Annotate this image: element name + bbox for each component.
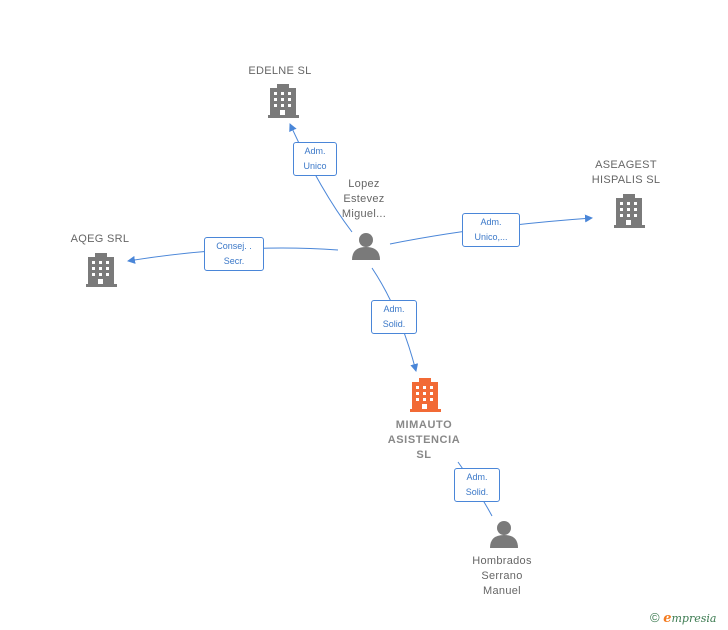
label-line: Unico,...	[474, 232, 508, 242]
building-icon-aseagest[interactable]	[614, 194, 645, 228]
label-line: ASISTENCIA	[387, 434, 461, 446]
person-icon-hombrados[interactable]	[490, 521, 518, 548]
brand-logo: © empresia	[650, 610, 716, 626]
edge-label-hombrados-to-mimauto: Adm. Solid.	[454, 468, 500, 502]
label-line: Adm.	[480, 217, 502, 227]
label-line: Adm.	[304, 146, 326, 156]
node-label-aseagest[interactable]: ASEAGEST HISPALIS SL	[576, 158, 676, 188]
label-line: AQEG SRL	[70, 233, 130, 245]
label-line: Hombrados	[472, 555, 532, 567]
node-label-mimauto[interactable]: MIMAUTO ASISTENCIA SL	[374, 418, 474, 463]
label-line: Miguel...	[341, 208, 387, 220]
label-line: Consej. .	[216, 241, 252, 251]
edge-label-to-aseagest: Adm. Unico,...	[462, 213, 520, 247]
brand-initial: e	[663, 611, 672, 626]
node-label-edelne[interactable]: EDELNE SL	[230, 64, 330, 79]
copyright-symbol: ©	[650, 610, 660, 625]
edge-label-to-aqeg: Consej. . Secr.	[204, 237, 264, 271]
edge-label-lopez-to-mimauto: Adm. Solid.	[371, 300, 417, 334]
edge-lopez-to-edelne	[289, 123, 353, 233]
label-line: Unico	[303, 161, 327, 171]
label-line: Secr.	[223, 256, 245, 266]
label-line: SL	[416, 449, 432, 461]
building-icon-edelne[interactable]	[268, 84, 299, 118]
label-line: EDELNE SL	[248, 65, 312, 77]
person-icon-lopez[interactable]	[352, 233, 380, 260]
label-line: Solid.	[465, 487, 489, 497]
label-line: Estevez	[343, 193, 385, 205]
label-line: Lopez	[348, 178, 380, 190]
label-line: ASEAGEST	[595, 159, 657, 171]
node-label-aqeg[interactable]: AQEG SRL	[50, 232, 150, 247]
label-line: Serrano	[481, 570, 523, 582]
building-icon-aqeg[interactable]	[86, 253, 117, 287]
edge-label-to-edelne: Adm. Unico	[293, 142, 337, 176]
brand-name: mpresia	[671, 612, 717, 625]
label-line: Solid.	[382, 319, 406, 329]
label-line: HISPALIS SL	[591, 174, 661, 186]
label-line: MIMAUTO	[395, 419, 453, 431]
label-line: Adm.	[466, 472, 488, 482]
building-icon-mimauto[interactable]	[410, 378, 441, 412]
label-line: Manuel	[483, 585, 521, 597]
label-line: Adm.	[383, 304, 405, 314]
